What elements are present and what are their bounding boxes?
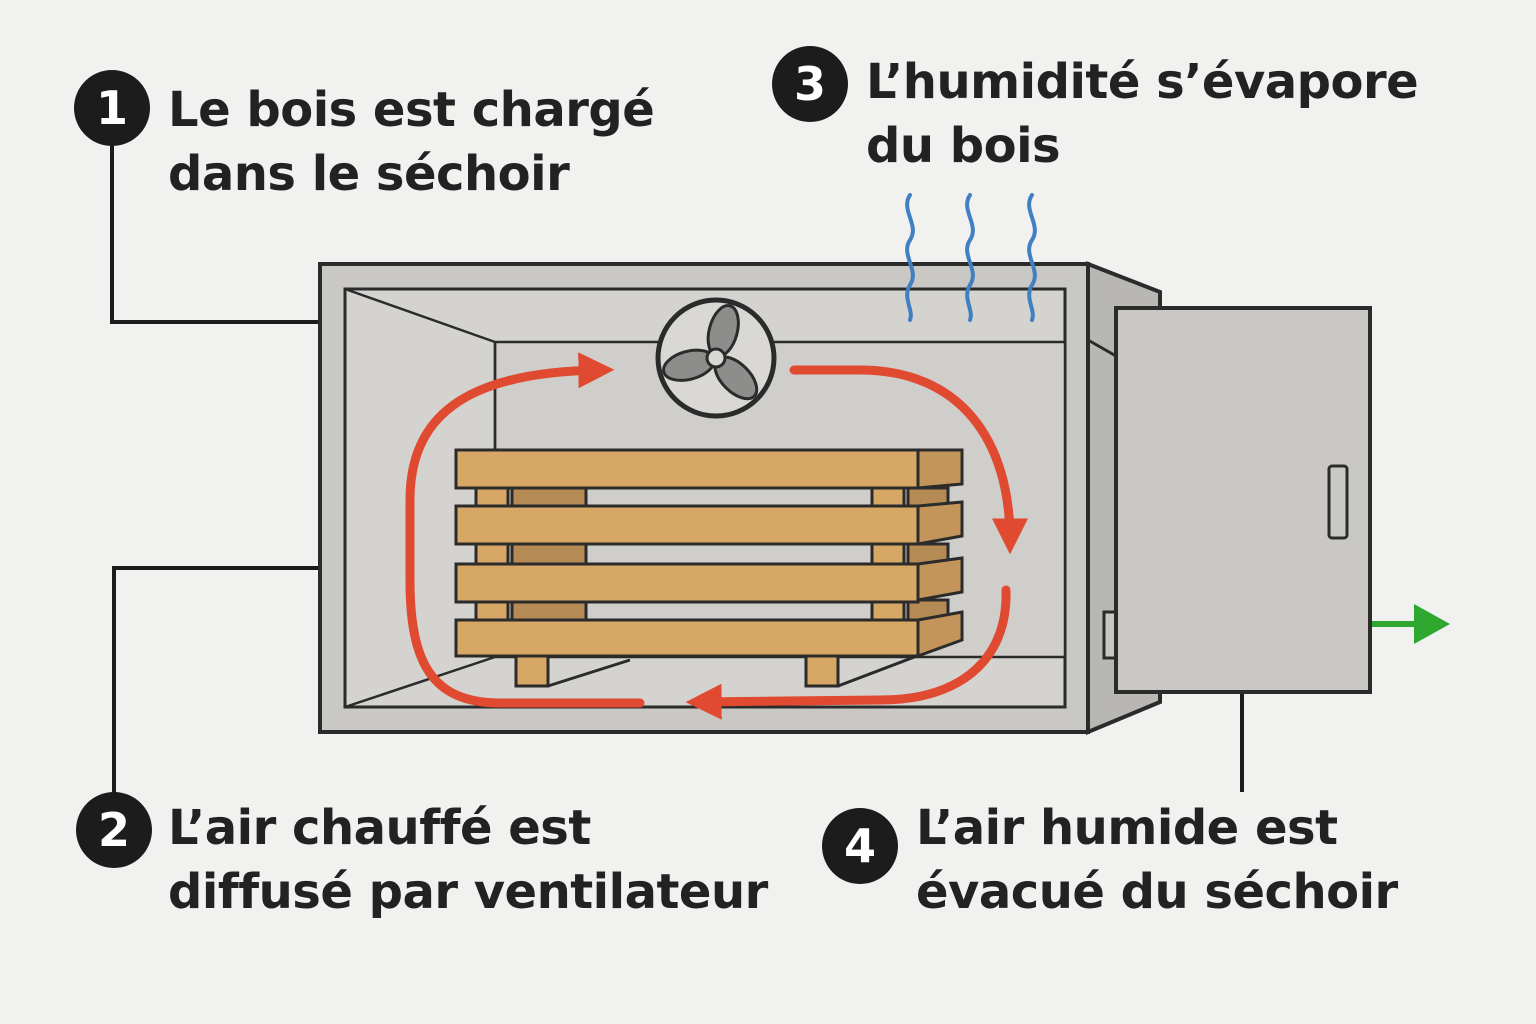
moisture-wave-icon [905, 193, 1037, 322]
step-1-line-2: dans le séchoir [168, 146, 570, 202]
lumber-board [454, 448, 920, 490]
lumber-stack [454, 448, 964, 688]
door-handle [1327, 464, 1349, 540]
step-1-badge: 1 [74, 70, 150, 146]
leader-line-step-2 [112, 566, 320, 800]
lumber-board [454, 562, 920, 604]
kiln-door [1102, 306, 1372, 694]
step-4-label: L’air humide est évacué du séchoir [916, 796, 1398, 924]
step-2-badge: 2 [76, 792, 152, 868]
lumber-board [454, 618, 920, 658]
step-3-badge: 3 [772, 46, 848, 122]
step-4-line-2: évacué du séchoir [916, 864, 1398, 920]
airflow-arrows [405, 352, 1028, 720]
step-2-line-1: L’air chauffé est [168, 800, 591, 856]
step-1-line-1: Le bois est chargé [168, 82, 655, 138]
step-3-line-1: L’humidité s’évapore [866, 54, 1419, 110]
step-4-line-1: L’air humide est [916, 800, 1338, 856]
lumber-board [454, 504, 920, 546]
leader-line-step-1 [110, 140, 412, 324]
step-2-label: L’air chauffé est diffusé par ventilateu… [168, 796, 768, 924]
exhaust-arrow-icon [1372, 604, 1450, 644]
step-4-badge: 4 [822, 808, 898, 884]
step-3-line-2: du bois [866, 118, 1061, 174]
leader-lines [110, 140, 1244, 800]
step-3-label: L’humidité s’évapore du bois [866, 50, 1419, 178]
fan-icon [655, 297, 777, 419]
step-1-label: Le bois est chargé dans le séchoir [168, 78, 655, 206]
step-2-line-2: diffusé par ventilateur [168, 864, 768, 920]
